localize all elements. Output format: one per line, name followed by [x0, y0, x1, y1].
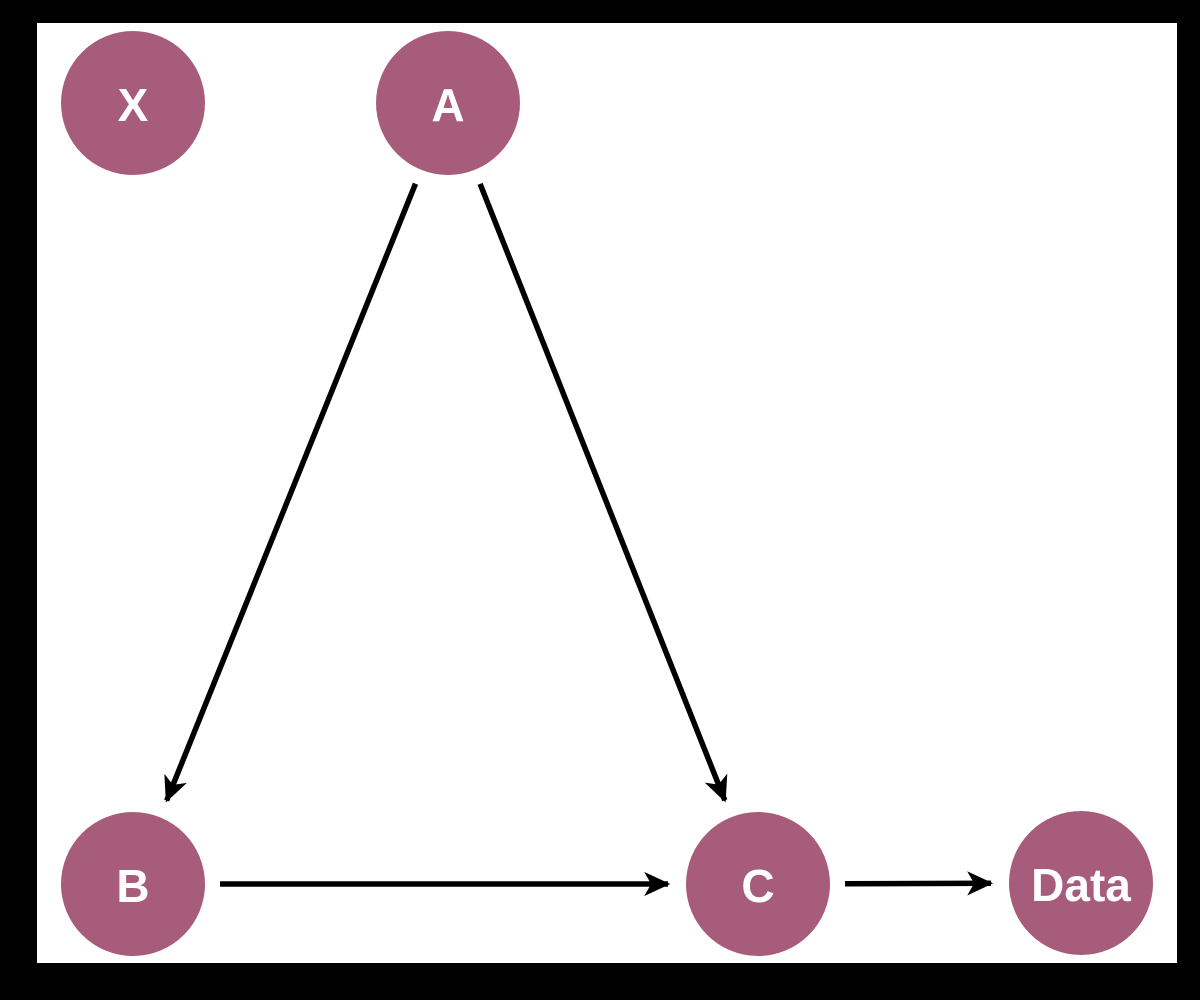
node-circle-X	[61, 31, 205, 175]
node-B: B	[61, 812, 205, 956]
node-A: A	[376, 31, 520, 175]
node-label-X: X	[118, 79, 149, 131]
edge-A-B	[164, 182, 419, 803]
node-label-C: C	[741, 860, 774, 912]
edge-A-C	[477, 182, 728, 803]
node-Data: Data	[1009, 811, 1153, 955]
node-circle-C	[686, 812, 830, 956]
node-circle-Data	[1009, 811, 1153, 955]
node-circle-B	[61, 812, 205, 956]
node-C: C	[686, 812, 830, 956]
plot-panel	[37, 23, 1177, 963]
node-label-Data: Data	[1031, 859, 1131, 911]
node-label-B: B	[116, 860, 149, 912]
node-X: X	[61, 31, 205, 175]
node-circle-A	[376, 31, 520, 175]
node-label-A: A	[431, 79, 464, 131]
